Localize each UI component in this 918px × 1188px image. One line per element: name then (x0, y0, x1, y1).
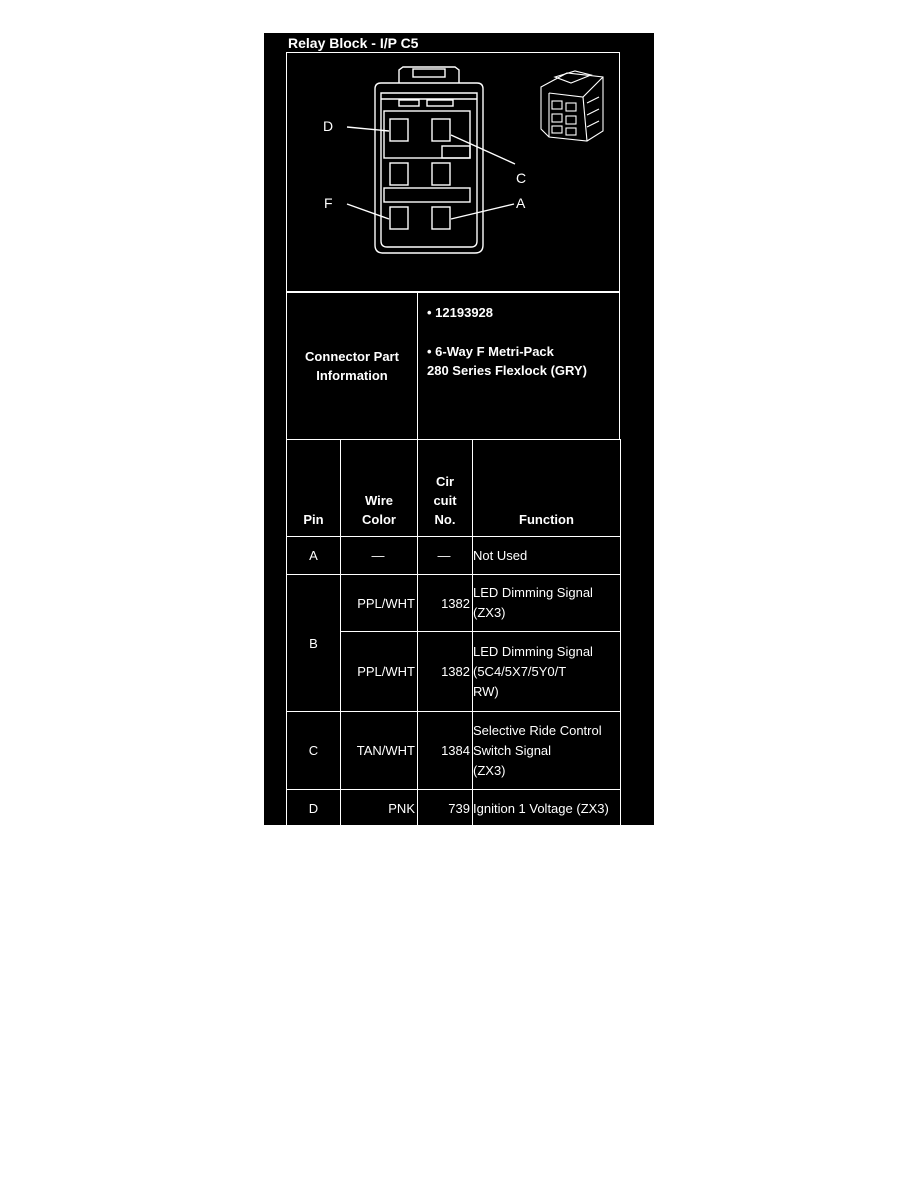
connector-inner-outline (380, 92, 478, 248)
header-wire-color: Wire Color (340, 439, 418, 537)
cavity-mid-right (431, 162, 451, 186)
wire-color-cell: PNK (340, 789, 418, 828)
latch-tab (412, 68, 446, 78)
pin-label-d: D (323, 118, 333, 134)
pin-label-c: C (516, 170, 526, 186)
cavity-block-top (383, 110, 471, 159)
wire-color-cell: — (340, 536, 418, 575)
info-divider (417, 293, 418, 439)
table-row: C TAN/WHT 1384 Selective Ride Control Sw… (286, 711, 621, 790)
connector-description: • 6-Way F Metri-Pack 280 Series Flexlock… (427, 344, 587, 378)
header-function: Function (472, 439, 621, 537)
table-row: A — — Not Used (286, 536, 621, 575)
connector-outline (374, 82, 484, 254)
part-number: • 12193928 (427, 305, 494, 320)
header-circuit: Cir cuit No. (417, 439, 473, 537)
cavity-c (431, 118, 451, 142)
connector-iso-view (540, 70, 604, 142)
table-row: PPL/WHT 1382 LED Dimming Signal (5C4/5X7… (287, 631, 621, 712)
table-header-row: Pin Wire Color Cir cuit No. Function (286, 439, 621, 537)
table-row: B PPL/WHT 1382 LED Dimming Signal (ZX3) (286, 574, 621, 712)
pin-cell: B (286, 574, 341, 712)
pin-cell: C (286, 711, 341, 790)
connector-diagram: D C F A (323, 66, 604, 254)
function-cell: LED Dimming Signal (5C4/5X7/5Y0/T RW) (472, 631, 621, 712)
circuit-cell: — (417, 536, 473, 575)
cavity-f (389, 206, 409, 230)
pin-cell: A (286, 536, 341, 575)
connector-diagram-panel: D C F A (286, 52, 620, 292)
header-pin: Pin (286, 439, 341, 537)
table-row: D PNK 739 Ignition 1 Voltage (ZX3) (286, 789, 621, 828)
connector-info-values: • 12193928 • 6-Way F Metri-Pack 280 Seri… (427, 303, 587, 380)
connector-info-label: Connector Part Information (305, 349, 399, 383)
connector-sheet: Relay Block - I/P C5 (264, 33, 654, 828)
function-cell: LED Dimming Signal (ZX3) (472, 574, 621, 632)
connector-info-panel: Connector Part Information • 12193928 • … (286, 292, 620, 440)
circuit-cell: 1382 (417, 631, 473, 712)
function-cell: Selective Ride Control Switch Signal (ZX… (472, 711, 621, 790)
function-cell: Ignition 1 Voltage (ZX3) (472, 789, 621, 828)
pin-label-a: A (516, 195, 526, 211)
pin-table: Pin Wire Color Cir cuit No. Function A —… (286, 439, 621, 828)
cavity-mid-left (389, 162, 409, 186)
function-cell: Not Used (472, 536, 621, 575)
page-title: Relay Block - I/P C5 (288, 35, 419, 51)
cavity-d (389, 118, 409, 142)
circuit-cell: 1384 (417, 711, 473, 790)
circuit-cell: 739 (417, 789, 473, 828)
wire-color-cell: PPL/WHT (340, 574, 418, 632)
pin-cell: D (286, 789, 341, 828)
cavity-a (431, 206, 451, 230)
circuit-cell: 1382 (417, 574, 473, 632)
connector-latch (398, 66, 460, 83)
wire-color-cell: TAN/WHT (340, 711, 418, 790)
wire-color-cell: PPL/WHT (340, 631, 418, 712)
pin-label-f: F (324, 195, 333, 211)
